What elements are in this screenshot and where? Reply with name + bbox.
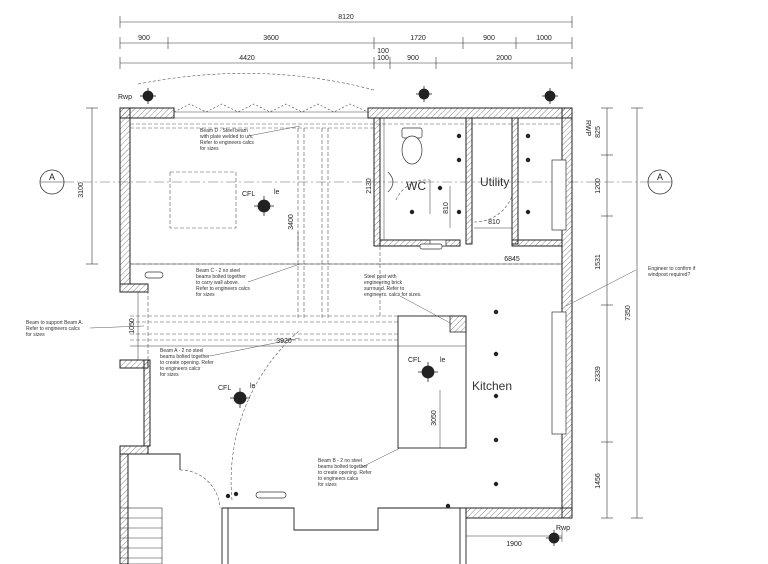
- note-beam-support: Beam to support Beam A. Refer to enginee…: [26, 320, 84, 338]
- dim-row3-5: 2000: [496, 55, 512, 62]
- leader-lines: [89, 125, 637, 469]
- walls: [119, 107, 573, 564]
- dim-span-6845: 6845: [504, 256, 520, 263]
- radiators: [144, 243, 443, 499]
- kitchen-island: [397, 315, 467, 449]
- note-beam-d: Beam D - Steel beam with plate welded to…: [200, 128, 255, 152]
- cfl-label-3: CFL: [218, 385, 231, 392]
- note-beam-a: Beam A - 2 no steel beams bolted togethe…: [160, 348, 215, 378]
- section-marker-left-label: A: [49, 172, 55, 182]
- dim-row2-4: 900: [483, 35, 495, 42]
- dim-row2-5: 1000: [536, 35, 552, 42]
- room-label-utility: Utility: [480, 175, 509, 189]
- cfl-label-1: CFL: [242, 191, 255, 198]
- bifold-doors: [173, 103, 369, 119]
- top-dimension-lines: [119, 16, 573, 69]
- dim-wc-2130: 2130: [366, 178, 373, 194]
- dim-opening-1050: 1050: [129, 318, 136, 334]
- dim-right-5: 1456: [595, 473, 602, 489]
- bottom-walls: [148, 453, 467, 564]
- dim-right-overall: 7350: [625, 305, 632, 321]
- dim-row3-3: 100: [377, 55, 389, 62]
- dim-row2-3: 1720: [410, 35, 426, 42]
- dim-row3-4: 900: [407, 55, 419, 62]
- dim-wc-810b: 810: [488, 219, 500, 226]
- downlights: [225, 133, 531, 509]
- left-dimension: [86, 107, 98, 265]
- rwp-right-label: RWP: [584, 120, 591, 137]
- dim-kitchen-3050: 3050: [431, 410, 438, 426]
- rwp-symbols: [140, 86, 562, 546]
- cfl-label-2: CFL: [408, 357, 421, 364]
- dim-right-2: 1200: [595, 178, 602, 194]
- note-steel-post: Steel post with engineering brick surrou…: [364, 274, 422, 298]
- dining-table: [169, 171, 237, 229]
- cfl-light-symbols: [230, 196, 438, 408]
- dim-row3-1: 4420: [239, 55, 255, 62]
- right-dimensions: [601, 107, 643, 519]
- dim-right-3: 1531: [595, 254, 602, 270]
- note-beam-b: Beam B - 2 no steel beams bolted togethe…: [318, 458, 373, 488]
- dim-right-4: 2339: [595, 366, 602, 382]
- dim-wc-810a: 810: [443, 202, 450, 214]
- rwp-bottom-label: Rwp: [556, 525, 570, 532]
- dim-row3-2: 100: [377, 48, 389, 55]
- rwp-top-label: Rwp: [118, 94, 132, 101]
- wc-fittings: [387, 127, 447, 247]
- dim-right-1: 825: [595, 126, 602, 138]
- staircase: [119, 507, 163, 564]
- dim-row2-1: 900: [138, 35, 150, 42]
- doors: [137, 73, 513, 509]
- dim-left-3100: 3100: [78, 182, 85, 198]
- steel-post: [449, 315, 467, 333]
- beams: [130, 123, 562, 360]
- room-label-wc: WC: [406, 179, 426, 193]
- interior-dimension-lines: [130, 118, 563, 542]
- note-beam-c: Beam C - 2 no steel beams bolted togethe…: [196, 268, 251, 298]
- dim-beam-3400: 3400: [288, 214, 295, 230]
- le-label-2: le: [440, 357, 446, 364]
- dim-span-3920: 3920: [276, 338, 292, 345]
- room-label-kitchen: Kitchen: [472, 379, 512, 393]
- note-windpost: Engineer to confirm if windpost required…: [648, 266, 697, 278]
- right-windows: [551, 159, 567, 435]
- dim-overall-width: 8120: [338, 14, 354, 21]
- section-marker-right-label: A: [657, 172, 663, 182]
- dim-bottom-1900: 1900: [506, 541, 522, 548]
- dim-row2-2: 3600: [263, 35, 279, 42]
- le-label-1: le: [274, 189, 280, 196]
- le-label-3: le: [250, 383, 256, 390]
